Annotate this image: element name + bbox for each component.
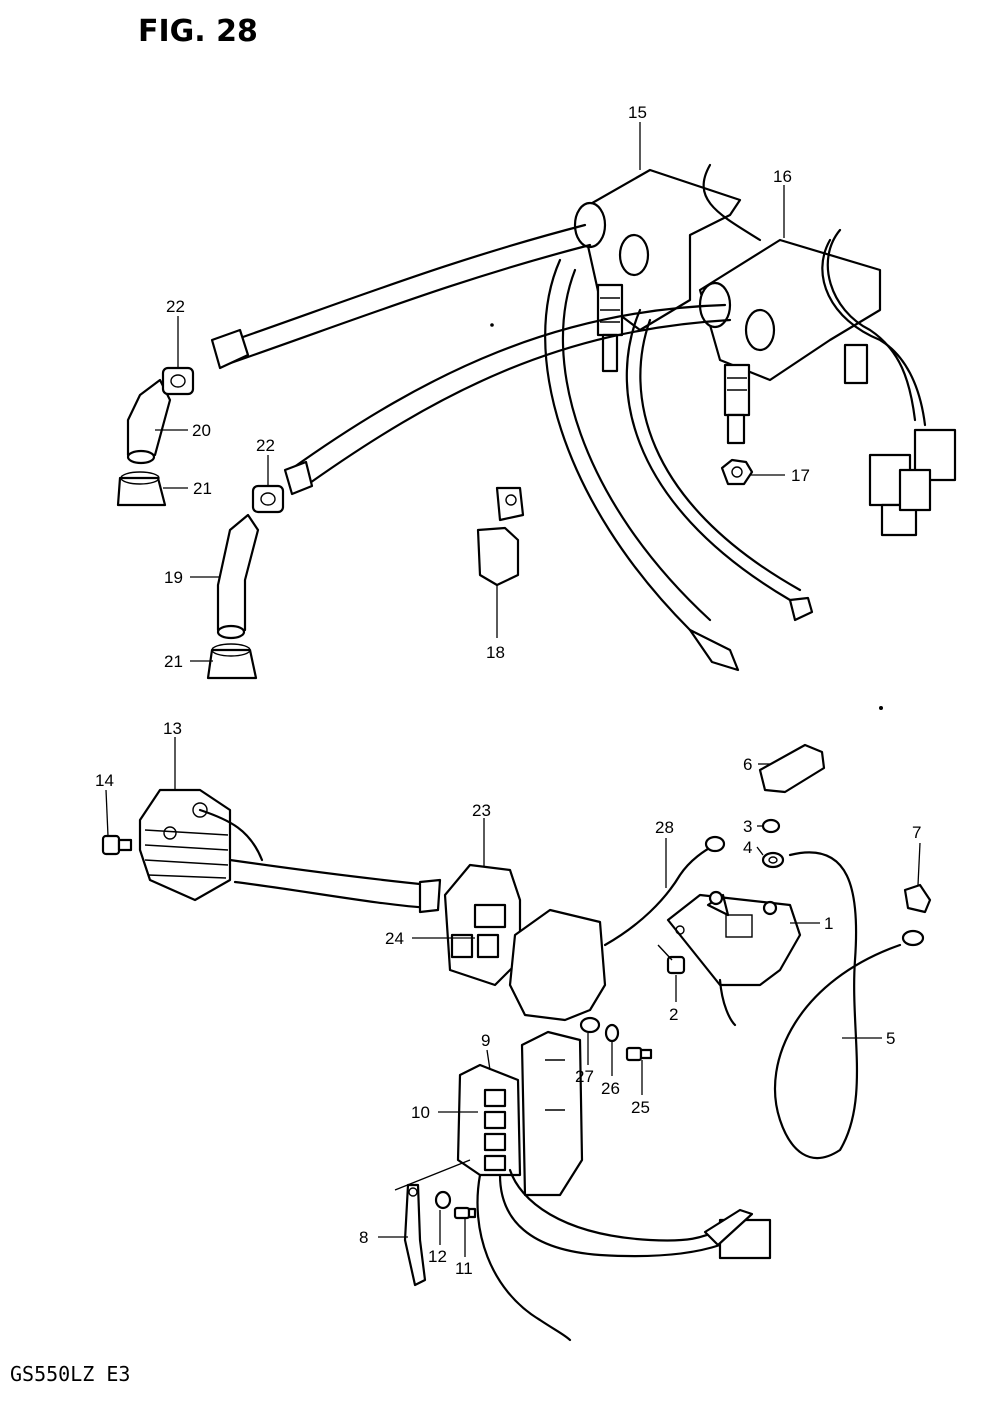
screw-25 bbox=[625, 1046, 653, 1062]
callout-24: 24 bbox=[385, 929, 404, 948]
callout-21: 21 bbox=[164, 652, 183, 671]
plug-boot-20 bbox=[126, 378, 172, 465]
callout-28: 28 bbox=[655, 818, 674, 837]
callout-7: 7 bbox=[912, 823, 921, 842]
nut-17 bbox=[720, 458, 754, 486]
callout-14: 14 bbox=[95, 771, 114, 790]
callout-16: 16 bbox=[773, 167, 792, 186]
callout-25: 25 bbox=[631, 1098, 650, 1117]
regulator-13 bbox=[138, 788, 264, 902]
starter-relay-1 bbox=[666, 890, 802, 1027]
callout-17: 17 bbox=[791, 466, 810, 485]
callout-22: 22 bbox=[166, 297, 185, 316]
ignition-coil-16 bbox=[698, 163, 927, 445]
callout-4: 4 bbox=[743, 838, 752, 857]
nut-3 bbox=[761, 818, 781, 834]
clamp-18 bbox=[476, 486, 525, 587]
seal-22-lower bbox=[251, 484, 285, 514]
bolt-14 bbox=[101, 834, 133, 856]
callout-8: 8 bbox=[359, 1228, 368, 1247]
callout-6: 6 bbox=[743, 755, 752, 774]
fuse-box-9 bbox=[456, 1063, 522, 1177]
cover-7 bbox=[903, 883, 932, 914]
relay-cover bbox=[508, 908, 607, 1022]
callout-23: 23 bbox=[472, 801, 491, 820]
cap-21-upper bbox=[116, 471, 167, 507]
callout-20: 20 bbox=[192, 421, 211, 440]
callout-18: 18 bbox=[486, 643, 505, 662]
figure-title: FIG. 28 bbox=[138, 14, 258, 49]
callout-13: 13 bbox=[163, 719, 182, 738]
relay-23 bbox=[443, 863, 522, 987]
model-code: GS550LZ E3 bbox=[10, 1362, 131, 1386]
seal-22-upper bbox=[161, 366, 195, 396]
callout-15: 15 bbox=[628, 103, 647, 122]
callout-11: 11 bbox=[455, 1259, 473, 1278]
callout-21: 21 bbox=[193, 479, 212, 498]
callout-26: 26 bbox=[601, 1079, 620, 1098]
callout-22: 22 bbox=[256, 436, 275, 455]
callout-10: 10 bbox=[411, 1103, 430, 1122]
strap-8 bbox=[403, 1183, 427, 1287]
washer-12 bbox=[434, 1190, 452, 1210]
callout-27: 27 bbox=[575, 1067, 594, 1086]
washer-4 bbox=[761, 851, 785, 869]
callout-1: 1 bbox=[824, 914, 833, 933]
cap-21-lower bbox=[206, 643, 258, 680]
screw-2 bbox=[657, 944, 686, 975]
callout-2: 2 bbox=[669, 1005, 678, 1024]
plug-boot-19 bbox=[216, 513, 260, 640]
washer-26 bbox=[604, 1023, 620, 1043]
screw-11 bbox=[453, 1206, 477, 1220]
washer-27 bbox=[579, 1016, 601, 1034]
callout-5: 5 bbox=[886, 1029, 895, 1048]
callout-9: 9 bbox=[481, 1031, 490, 1050]
terminal-cap-6 bbox=[758, 743, 826, 794]
ignition-coil-15 bbox=[573, 168, 742, 373]
fuse-box-cover bbox=[520, 1030, 584, 1197]
callout-12: 12 bbox=[428, 1247, 447, 1266]
callout-3: 3 bbox=[743, 817, 752, 836]
callout-19: 19 bbox=[164, 568, 183, 587]
